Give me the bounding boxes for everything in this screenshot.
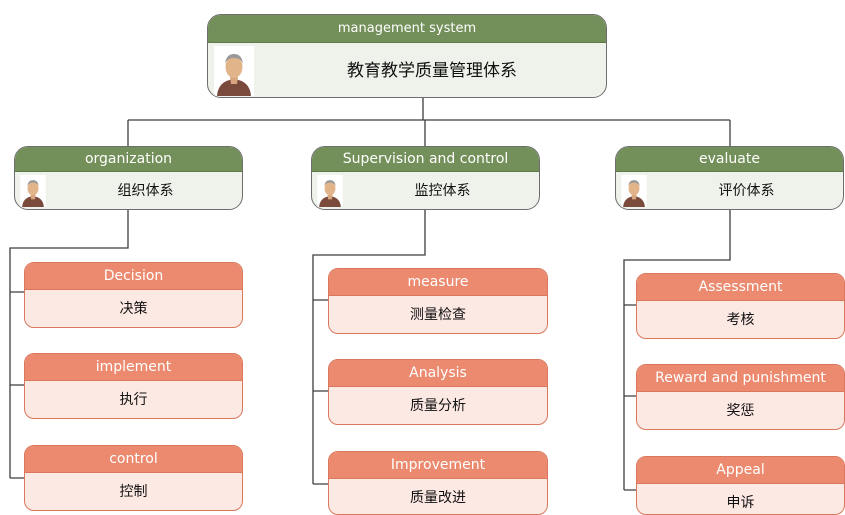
person-avatar-icon	[20, 175, 46, 207]
leaf-node-assessment: Assessment 考核	[636, 273, 845, 339]
leaf-node-header: implement	[25, 354, 242, 381]
leaf-node-analysis: Analysis 质量分析	[328, 359, 548, 425]
leaf-node-label: 质量改进	[410, 490, 466, 506]
leaf-node-header: Improvement	[329, 452, 547, 479]
leaf-node-header: Assessment	[637, 274, 844, 301]
root-node-header: management system	[208, 15, 606, 43]
person-avatar-icon	[621, 175, 647, 207]
person-avatar-icon	[214, 46, 254, 96]
branch-node-title: 监控体系	[414, 183, 471, 199]
leaf-node-label: 奖惩	[726, 403, 755, 419]
branch-node-supervision: Supervision and control 监控体系	[311, 146, 540, 210]
leaf-node-header: Reward and punishment	[637, 365, 844, 392]
leaf-node-improvement: Improvement 质量改进	[328, 451, 548, 515]
branch-node-organization: organization 组织体系	[14, 146, 243, 210]
leaf-node-decision: Decision 决策	[24, 262, 243, 328]
root-node: management system 教育教学质量管理体系	[207, 14, 607, 98]
leaf-node-implement: implement 执行	[24, 353, 243, 419]
leaf-node-measure: measure 测量检查	[328, 268, 548, 334]
branch-node-title: 组织体系	[117, 183, 174, 199]
leaf-node-header: control	[25, 446, 242, 473]
leaf-node-control: control 控制	[24, 445, 243, 511]
branch-node-evaluate: evaluate 评价体系	[615, 146, 844, 210]
leaf-node-header: Analysis	[329, 360, 547, 387]
leaf-node-label: 执行	[119, 392, 148, 408]
branch-node-header: evaluate	[616, 147, 843, 172]
leaf-node-header: Appeal	[637, 457, 844, 484]
leaf-node-header: measure	[329, 269, 547, 296]
branch-node-header: Supervision and control	[312, 147, 539, 172]
leaf-node-label: 控制	[119, 484, 148, 500]
leaf-node-label: 考核	[726, 312, 755, 328]
leaf-node-reward-and-punishment: Reward and punishment 奖惩	[636, 364, 845, 430]
leaf-node-label: 决策	[119, 301, 148, 317]
leaf-node-label: 申诉	[726, 495, 755, 511]
leaf-node-appeal: Appeal 申诉	[636, 456, 845, 515]
leaf-node-label: 质量分析	[410, 398, 466, 414]
root-node-title: 教育教学质量管理体系	[347, 61, 517, 81]
leaf-node-label: 测量检查	[410, 307, 466, 323]
leaf-node-header: Decision	[25, 263, 242, 290]
person-avatar-icon	[317, 175, 343, 207]
branch-node-header: organization	[15, 147, 242, 172]
branch-node-title: 评价体系	[718, 183, 775, 199]
